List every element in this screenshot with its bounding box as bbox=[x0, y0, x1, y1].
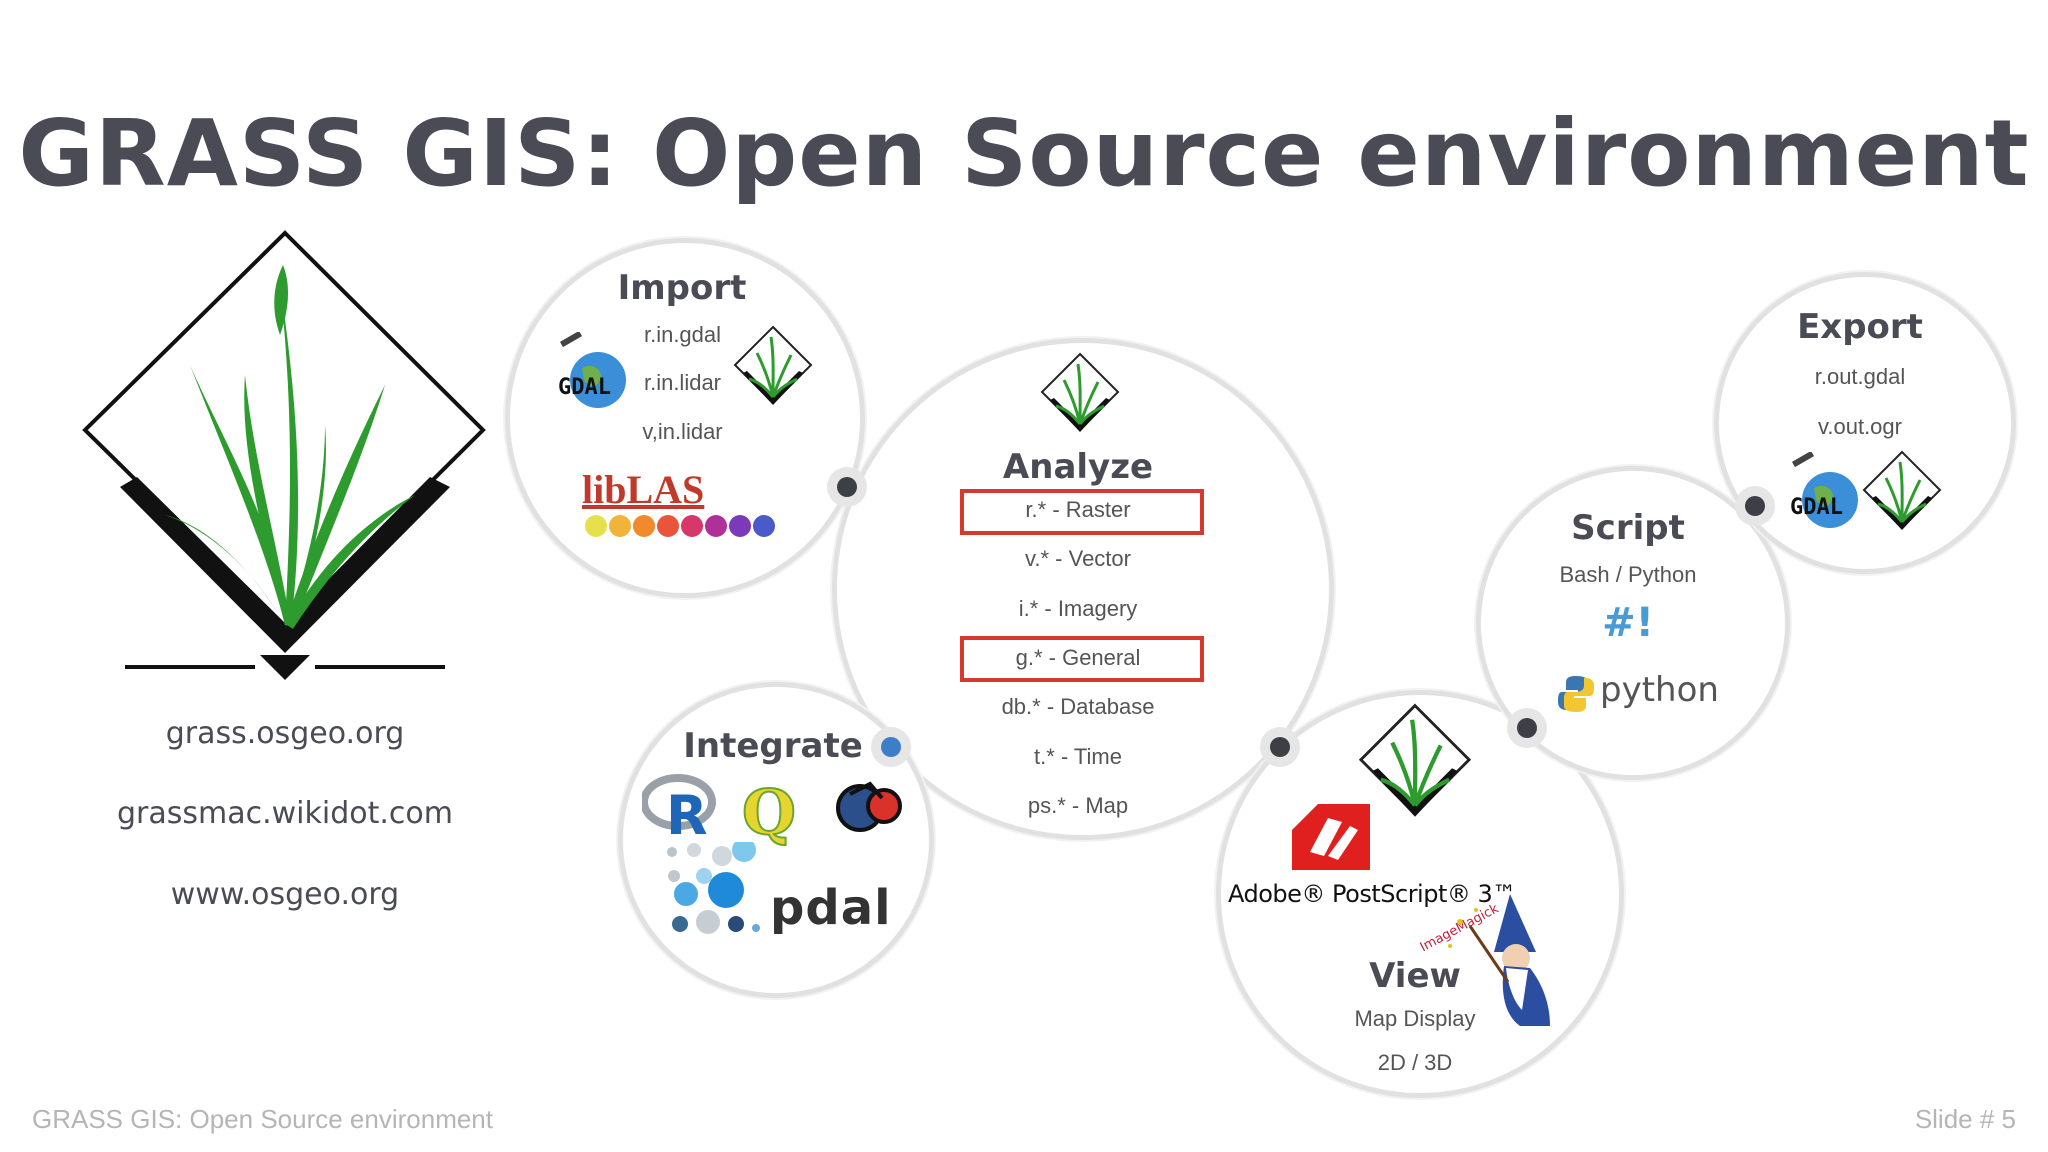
analyze-item-imagery: i.* - Imagery bbox=[1018, 596, 1138, 621]
connector-script-export bbox=[1735, 486, 1775, 526]
analyze-title: Analyze bbox=[1002, 447, 1154, 487]
grass-small-logo bbox=[1040, 352, 1120, 432]
grass-small-logo bbox=[1358, 703, 1472, 817]
shebang-icon: #! bbox=[1602, 600, 1654, 646]
python-icon bbox=[1558, 676, 1594, 712]
script-item-bash-python: Bash / Python bbox=[1559, 562, 1697, 587]
svg-text:GDAL: GDAL bbox=[558, 375, 611, 400]
import-title: Import bbox=[617, 268, 747, 308]
export-item-v-out-ogr: v.out.ogr bbox=[1818, 414, 1902, 439]
liblas-logo: libLAS bbox=[582, 470, 782, 540]
grass-small-logo bbox=[733, 325, 813, 405]
r-logo: R bbox=[640, 772, 722, 847]
highlight-box-general bbox=[960, 636, 1204, 682]
connector-view-script bbox=[1507, 708, 1547, 748]
svg-text:Q: Q bbox=[742, 776, 796, 849]
pdal-logo: pdal bbox=[770, 880, 892, 936]
slide-number: Slide # 5 bbox=[1914, 1104, 2016, 1134]
import-item: v,in.lidar bbox=[642, 419, 723, 444]
analyze-item-general: g.* - General bbox=[1015, 645, 1141, 670]
analyze-item-time: t.* - Time bbox=[1033, 744, 1122, 769]
svg-text:ImageMagick: ImageMagick bbox=[1418, 901, 1502, 955]
import-item: r.in.lidar bbox=[643, 370, 722, 395]
integrate-title: Integrate bbox=[683, 726, 863, 766]
svg-text:R: R bbox=[666, 784, 708, 842]
python-logo: python bbox=[1600, 670, 1719, 710]
export-item-r-out-gdal: r.out.gdal bbox=[1814, 364, 1906, 389]
import-bubble bbox=[505, 238, 865, 598]
highlight-box-raster bbox=[960, 489, 1204, 535]
analyze-item-vector: v.* - Vector bbox=[1025, 546, 1131, 571]
qgis-logo: Q bbox=[738, 768, 808, 850]
link-osgeo[interactable]: www.osgeo.org bbox=[170, 877, 400, 912]
view-item-2d-3d: 2D / 3D bbox=[1377, 1050, 1453, 1075]
link-grassmac-wikidot[interactable]: grassmac.wikidot.com bbox=[116, 796, 453, 831]
pdal-dots-icon bbox=[664, 838, 774, 942]
adobe-postscript-icon bbox=[1292, 804, 1370, 870]
slide-title: GRASS GIS: Open Source environment bbox=[18, 100, 2030, 207]
grass-small-logo bbox=[1862, 450, 1942, 530]
export-title: Export bbox=[1797, 307, 1923, 347]
analyze-item-raster: r.* - Raster bbox=[1025, 497, 1131, 522]
analyze-item-database: db.* - Database bbox=[1001, 694, 1155, 719]
view-item-map-display: Map Display bbox=[1354, 1006, 1476, 1031]
connector-integrate-analyze bbox=[871, 727, 911, 767]
grass-gis-logo bbox=[82, 230, 486, 680]
import-item: r.in.gdal bbox=[643, 322, 722, 347]
script-title: Script bbox=[1571, 508, 1685, 548]
adobe-postscript-logo: Adobe® PostScript® 3™ bbox=[1228, 880, 1516, 908]
gdal-logo: GDAL bbox=[1784, 450, 1864, 532]
connector-import-analyze bbox=[827, 467, 867, 507]
svg-text:GDAL: GDAL bbox=[1790, 495, 1843, 520]
gdal-logo: GDAL bbox=[552, 330, 632, 412]
imagemagick-wizard-icon: ImageMagick bbox=[1418, 894, 1550, 1026]
link-grass-osgeo[interactable]: grass.osgeo.org bbox=[165, 716, 405, 751]
footer-title: GRASS GIS: Open Source environment bbox=[32, 1104, 493, 1134]
analyze-item-map: ps.* - Map bbox=[1027, 793, 1129, 818]
connector-analyze-view bbox=[1260, 727, 1300, 767]
view-title: View bbox=[1369, 956, 1461, 996]
grass-addon-icon bbox=[830, 776, 910, 836]
